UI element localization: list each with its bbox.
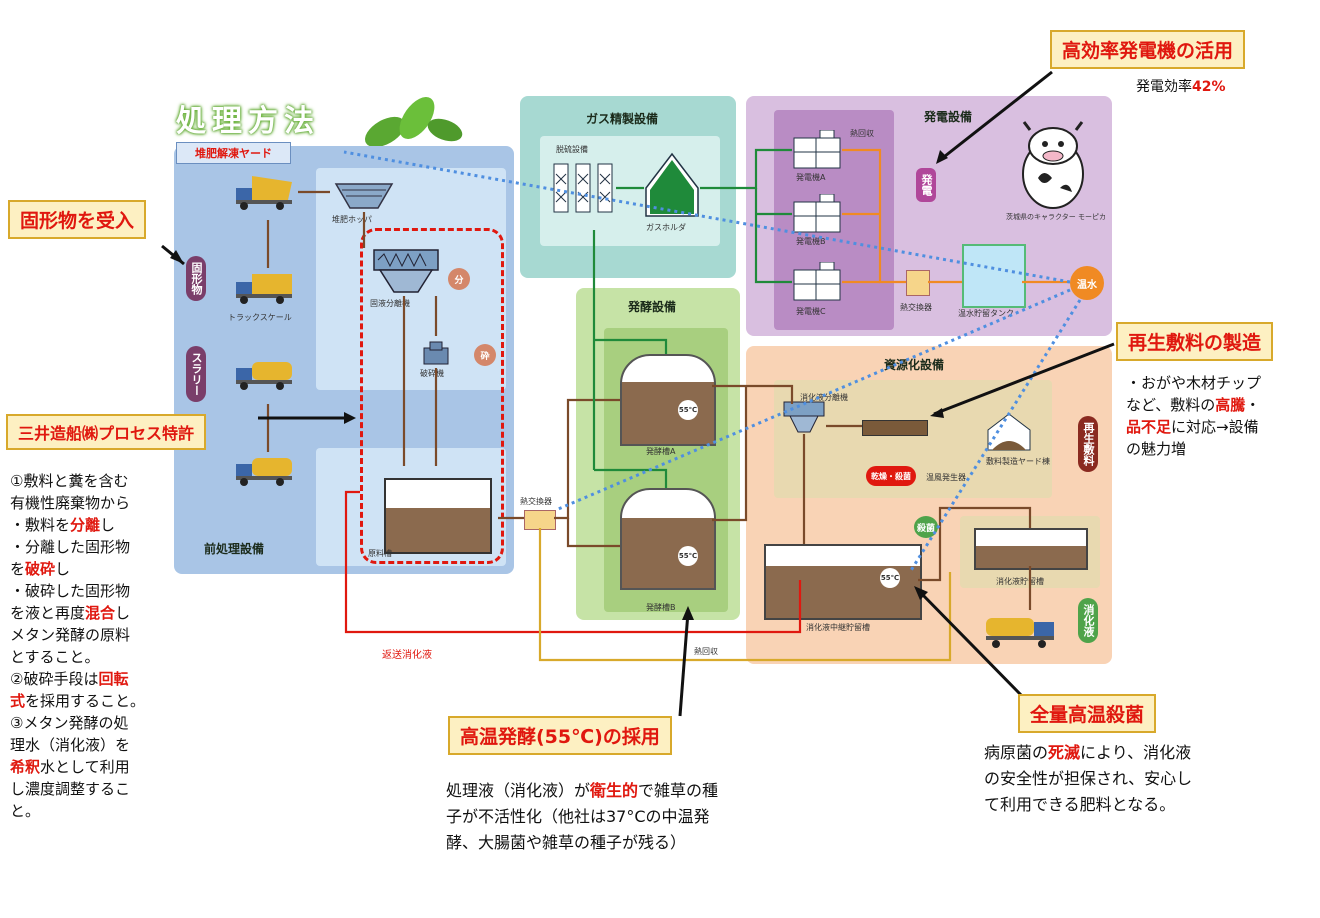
separator-icon [373,249,439,293]
crusher-icon [423,341,449,365]
gas-holder-icon [645,152,699,217]
raw-tank-label: 原料槽 [368,549,392,558]
generator-a-icon [793,130,841,169]
temp-badge-a: 55℃ [678,400,698,420]
badge-crush: 砕 [474,344,496,366]
sterilization-note: 病原菌の死滅により、消化液 の安全性が担保され、安心し て利用できる肥料となる。 [984,743,1193,814]
resource-title: 資源化設備 [884,358,945,372]
separator-label: 固液分離機 [370,299,410,308]
desulfurizer-label: 脱硫設備 [556,145,588,154]
digest-tanker-icon [986,618,1054,648]
mascot-caption: 茨城県のキャラクター モーピカ [1006,213,1106,221]
page-title: 処理方法 [176,104,320,139]
tanker-truck-icon [236,362,292,390]
raw-tank [384,478,492,554]
thermophilic-note: 処理液（消化液）が衛生的で雑草の種 子が不活性化（他社は37°Cの中温発 酵、大… [446,781,719,852]
electricity-tab: 発電 [916,168,936,202]
truck-icon [236,176,292,210]
leaf-decoration [365,96,463,148]
heat-exchanger-2-label: 熱交換器 [520,497,552,506]
hot-water-tank [962,244,1026,308]
temp-badge-c: 55℃ [880,568,900,588]
heat-exchanger-box [906,270,930,296]
bedding-conveyor [862,420,928,436]
ferment-b-label: 発酵槽B [646,603,676,612]
slurry-tab: スラリー [186,346,206,402]
callout-solid-intake: 固形物を受入 [8,200,147,239]
return-digest-label: 返送消化液 [382,650,432,661]
heat-recovery-2-label: 熱回収 [694,647,718,656]
power-title: 発電設備 [924,110,973,124]
heat-recovery-label: 熱回収 [850,129,874,138]
callout-thermophilic: 高温発酵(55℃)の採用 [448,716,672,755]
ferment-tank-b [620,488,716,590]
solid-tab: 固形物 [186,256,206,301]
generator-b-label: 発電機B [796,237,826,246]
patent-note: ①敷料と糞を含む 有機性廃棄物から ・敷料を分離し ・分離した固形物 を破砕し … [10,472,146,820]
digest-storage-label: 消化液貯留槽 [996,577,1044,586]
mascot-icon [1022,121,1084,209]
sterilize-badge: 殺菌 [914,516,938,538]
digest-separator-icon [783,401,825,433]
callout-mitsui-patent: 三井造船㈱プロセス特許 [6,414,207,450]
fermentation-title: 発酵設備 [628,300,677,314]
heat-exchanger-label: 熱交換器 [900,303,932,312]
gas-holder-label: ガスホルダ [646,223,686,232]
digest-liquid-tab: 消化液 [1078,598,1098,643]
truck-icon [236,274,292,304]
badge-separation: 分 [448,268,470,290]
hopper-label: 堆肥ホッパ [332,215,372,224]
hopper-icon [334,183,394,209]
callout-bedding: 再生敷料の製造 [1116,322,1274,361]
bedding-note: ・おがや木材チップ など、敷料の高騰・ 品不足に対応→設備 の魅力増 [1126,374,1262,458]
callout-sterilization: 全量高温殺菌 [1018,694,1157,733]
generator-c-icon [793,262,841,301]
desulfurizer-icon [553,163,613,213]
crusher-label: 破砕機 [420,369,444,378]
pretreatment-title: 前処理設備 [204,542,265,556]
generator-a-label: 発電機A [796,173,826,182]
ferment-tank-a [620,354,716,446]
hot-water-tank-label: 温水貯留タンク [958,309,1014,318]
dryer-label: 温風発生器 [926,473,966,482]
temp-badge-b: 55℃ [678,546,698,566]
digest-relay-label: 消化液中継貯留槽 [806,623,870,632]
tanker-truck-icon [236,458,292,486]
digest-separator-label: 消化液分離機 [800,393,848,402]
truck-scale-label: トラックスケール [228,313,292,322]
compost-yard-label: 堆肥解凍ヤード [176,142,291,164]
ferment-a-label: 発酵槽A [646,447,676,456]
callout-generator: 高効率発電機の活用 [1050,30,1246,69]
hot-water-badge: 温水 [1070,266,1104,300]
recycled-bedding-tab: 再生敷料 [1078,416,1098,472]
generator-b-icon [793,194,841,233]
patent-process-box [360,228,504,564]
shed-icon [987,413,1031,451]
gas-refining-title: ガス精製設備 [586,112,659,126]
generator-c-label: 発電機C [796,307,826,316]
efficiency-note: 発電効率42% [1136,79,1226,95]
shed-label: 敷料製造ヤード棟 [986,457,1050,466]
dry-sterilize-badge: 乾燥・殺菌 [866,466,916,486]
